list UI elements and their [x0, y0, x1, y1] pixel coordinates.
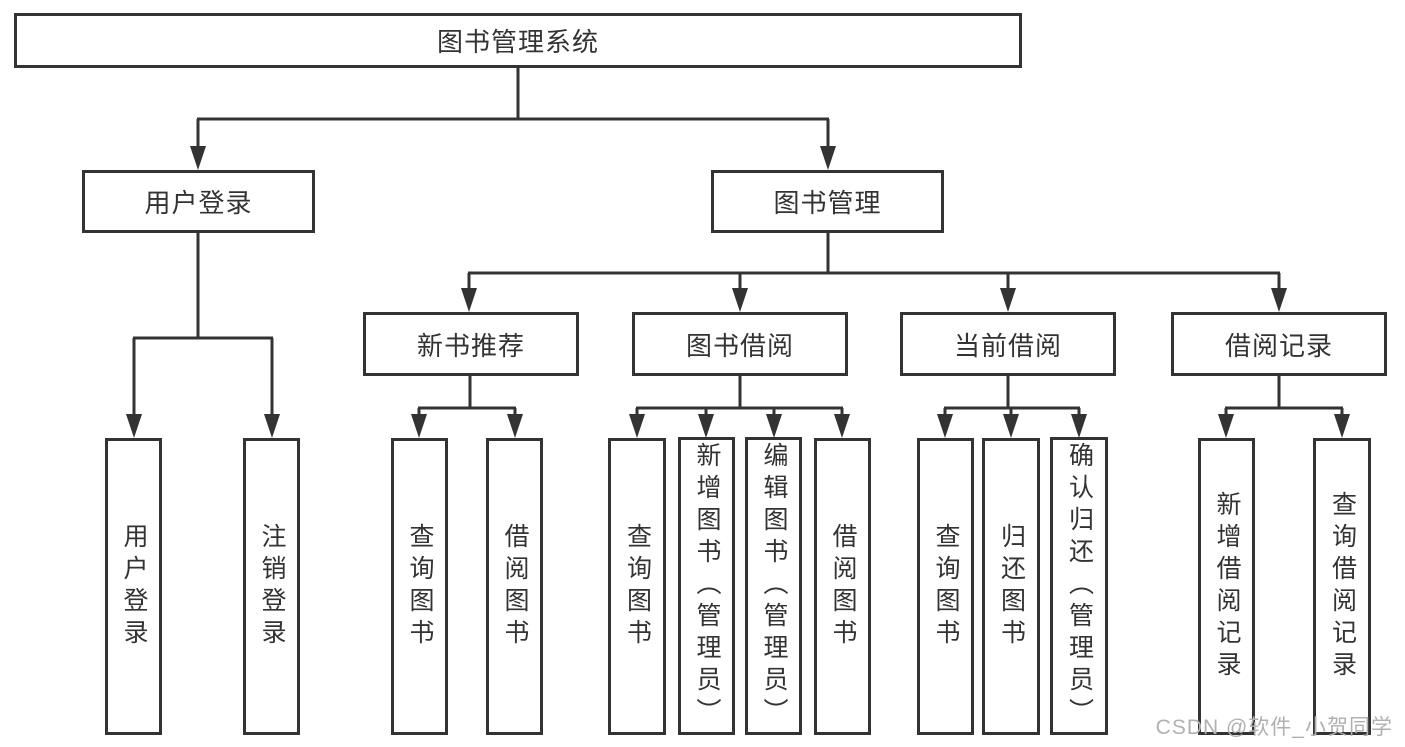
- node-label: 借阅图书: [829, 522, 857, 651]
- leaf-logout: 注销登录: [243, 438, 300, 735]
- node-label: 查询借阅记录: [1328, 490, 1357, 683]
- node-label: 借阅图书: [501, 522, 529, 651]
- leaf-add-borrow-record: 新增借阅记录: [1198, 438, 1255, 735]
- node-label: 查询图书: [623, 522, 652, 651]
- leaf-return-books: 归还图书: [982, 438, 1040, 735]
- leaf-query-books-current: 查询图书: [917, 438, 974, 735]
- leaf-edit-books-admin: 编辑图书（管理员）: [745, 437, 802, 735]
- connector-arrowheads: [126, 146, 1350, 438]
- node-label: 查询图书: [932, 522, 960, 651]
- node-current-borrowing: 当前借阅: [900, 312, 1116, 376]
- node-label: 新书推荐: [416, 330, 525, 361]
- leaf-borrow-books-borrowing: 借阅图书: [814, 438, 871, 735]
- leaf-query-borrow-record: 查询借阅记录: [1313, 438, 1371, 735]
- connector-segments: [132, 68, 1344, 420]
- node-borrowing-records: 借阅记录: [1171, 312, 1387, 376]
- node-label: 归还图书: [997, 522, 1026, 651]
- node-book-management-group: 图书管理: [711, 170, 944, 233]
- node-label: 确认归还（管理员）: [1065, 442, 1094, 730]
- node-root: 图书管理系统: [14, 13, 1022, 68]
- leaf-add-books-admin: 新增图书（管理员）: [678, 437, 735, 735]
- node-label: 图书借阅: [685, 330, 794, 361]
- node-new-book-recommend: 新书推荐: [363, 312, 579, 376]
- leaf-user-login: 用户登录: [105, 438, 162, 735]
- node-label: 新增图书（管理员）: [693, 442, 721, 730]
- node-book-borrowing: 图书借阅: [632, 312, 848, 376]
- leaf-query-books-borrowing: 查询图书: [608, 438, 666, 735]
- leaf-borrow-books-newrec: 借阅图书: [486, 438, 543, 735]
- node-label: 注销登录: [258, 522, 286, 651]
- csdn-watermark: CSDN @软件_小贺同学: [1155, 716, 1393, 739]
- leaf-confirm-return-admin: 确认归还（管理员）: [1050, 437, 1108, 735]
- node-label: 用户登录: [120, 522, 148, 651]
- node-label: 用户登录: [144, 188, 253, 218]
- node-label: 新增借阅记录: [1213, 490, 1241, 683]
- node-label: 查询图书: [406, 522, 434, 651]
- node-label: 图书管理系统: [436, 27, 599, 57]
- leaf-query-books-newrec: 查询图书: [391, 438, 448, 735]
- node-label: 图书管理: [773, 188, 882, 218]
- node-label: 当前借阅: [953, 330, 1062, 361]
- node-user-login-group: 用户登录: [82, 170, 315, 233]
- node-label: 借阅记录: [1224, 330, 1333, 361]
- node-label: 编辑图书（管理员）: [760, 442, 788, 730]
